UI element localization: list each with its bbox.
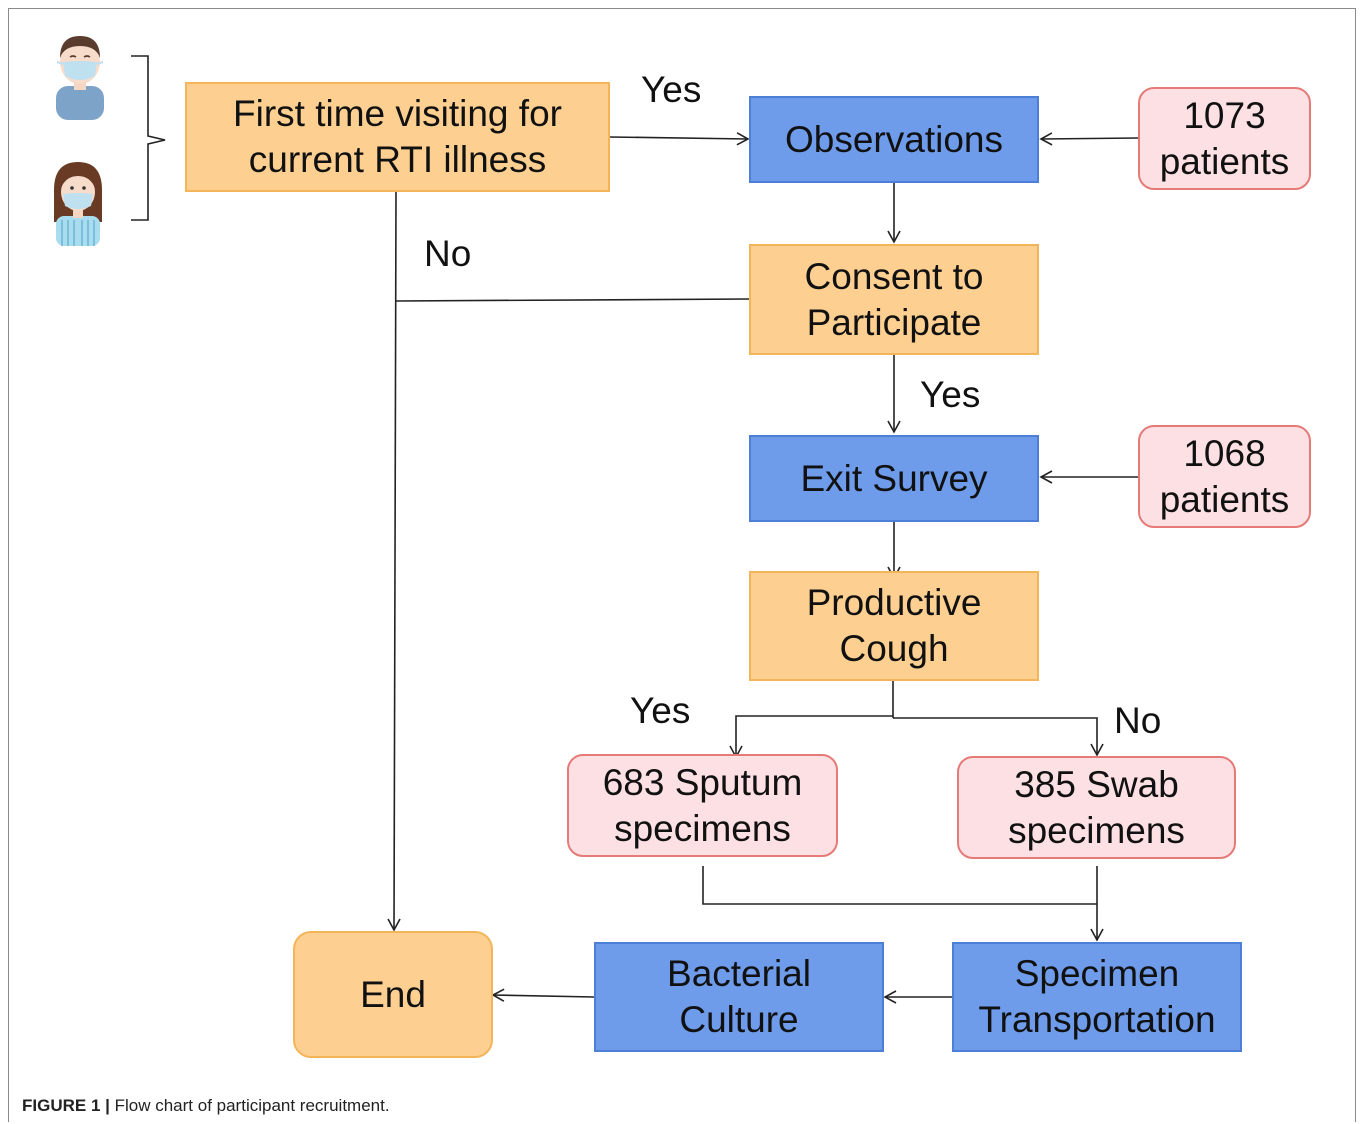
edge-cough-to-swab: [893, 717, 1104, 757]
label-no-first-visit: No: [424, 233, 472, 274]
edge-sputum-merge: [702, 866, 1097, 905]
node-end: End: [293, 931, 493, 1058]
edge-consent-no: [395, 298, 750, 302]
edge-first-to-observations: [609, 132, 750, 146]
male-patient-masked-icon: [56, 36, 104, 120]
figure-caption: FIGURE 1 | Flow chart of participant rec…: [22, 1096, 390, 1116]
label-yes-consent: Yes: [920, 374, 981, 415]
node-1068-patients: 1068 patients: [1138, 425, 1311, 528]
label-yes-first-visit: Yes: [641, 69, 702, 110]
node-first-visit: First time visiting for current RTI illn…: [185, 82, 610, 192]
grouping-brace: [131, 55, 166, 221]
node-sputum-specimens: 683 Sputum specimens: [567, 754, 838, 857]
label-yes-cough: Yes: [630, 690, 691, 731]
node-bacterial-culture: Bacterial Culture: [594, 942, 884, 1052]
label-no-cough: No: [1114, 700, 1162, 741]
figure-frame: [8, 8, 1356, 1122]
node-exit-survey: Exit Survey: [749, 435, 1039, 522]
caption-label: FIGURE 1 |: [22, 1096, 110, 1115]
node-specimen-transportation: Specimen Transportation: [952, 942, 1242, 1052]
node-1073-patients: 1073 patients: [1138, 87, 1311, 190]
edge-culture-to-end: [491, 988, 595, 1002]
edge-first-to-end: [387, 191, 401, 932]
female-patient-masked-icon: [54, 162, 102, 246]
node-consent: Consent to Participate: [749, 244, 1039, 355]
node-swab-specimens: 385 Swab specimens: [957, 756, 1236, 859]
node-observations: Observations: [749, 96, 1039, 183]
edge-1073-to-observations: [1039, 132, 1139, 146]
caption-text: Flow chart of participant recruitment.: [109, 1096, 390, 1115]
edge-cough-to-sputum: [729, 715, 893, 759]
node-productive-cough: Productive Cough: [749, 571, 1039, 681]
